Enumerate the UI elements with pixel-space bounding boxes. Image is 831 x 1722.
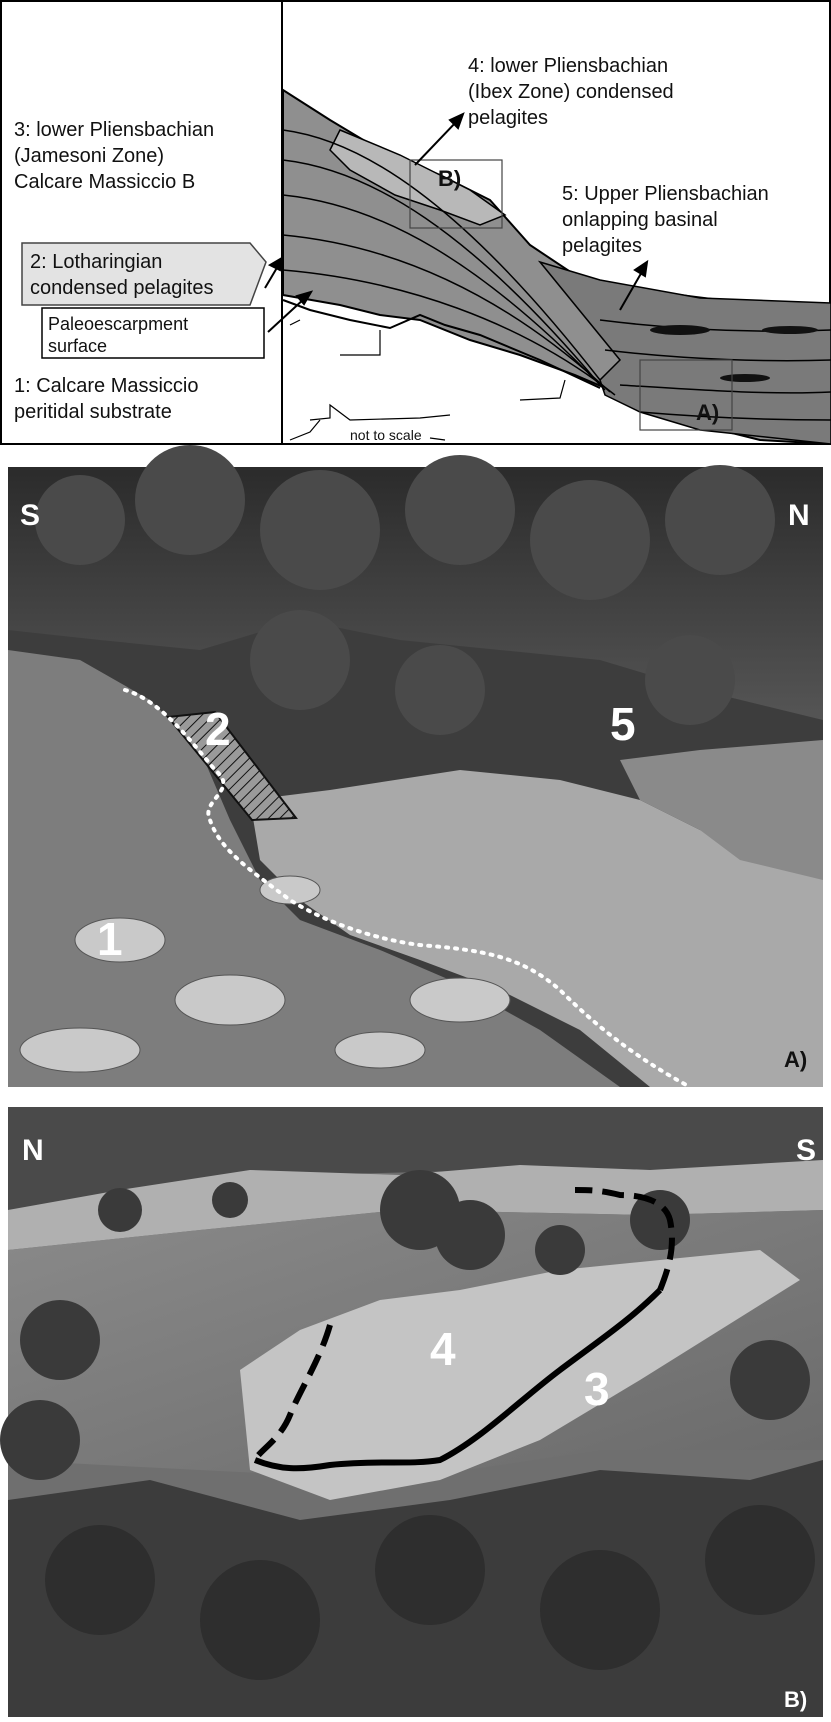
boulders — [19, 875, 511, 1073]
tree-crowns — [35, 445, 775, 735]
box-a-outline — [639, 359, 733, 431]
photo-b-num-3: 3 — [584, 1363, 610, 1415]
condensed-wedge — [329, 129, 507, 226]
unit2-line2: condensed pelagites — [30, 277, 213, 299]
substrate-sketch — [289, 319, 566, 441]
dotted-contact — [123, 688, 692, 1089]
photo-b-panel: N S 4 3 B) — [0, 1107, 823, 1717]
unit5-line1: 5: Upper Pliensbachian — [562, 183, 769, 205]
photo-a-num-1: 1 — [97, 913, 123, 965]
unit1-line1: 1: Calcare Massiccio — [14, 375, 199, 397]
paleo-line1: Paleoescarpment — [48, 314, 188, 334]
unit5-line3: pelagites — [562, 235, 642, 257]
rocky-slope — [8, 650, 620, 1087]
box-b-label: B) — [438, 166, 461, 191]
photo-a-dir-right: N — [788, 499, 810, 532]
unit3-line3: Calcare Massiccio B — [14, 171, 195, 193]
leader-arrows — [264, 112, 649, 333]
solid-contact — [253, 1287, 663, 1472]
bedding-lines — [282, 129, 831, 421]
unit3-line1: 3: lower Pliensbachian — [14, 119, 214, 141]
paleo-line2: surface — [48, 336, 107, 356]
box-a-label: A) — [696, 400, 719, 425]
bedrock-outcrop — [240, 1250, 800, 1500]
unit4-line2: (Ibex Zone) condensed — [468, 81, 674, 103]
photo-a-tag: A) — [784, 1047, 807, 1072]
photo-b-num-4: 4 — [430, 1323, 456, 1375]
pond-water — [250, 770, 823, 1087]
photo-a-panel: S N 2 5 1 A) — [8, 445, 823, 1089]
photo-b-dir-left: N — [22, 1134, 44, 1167]
photo-a-dir-left: S — [20, 499, 40, 532]
unit2-callout — [21, 242, 267, 306]
unit1-line2: peritidal substrate — [14, 401, 172, 423]
unit5-line2: onlapping basinal — [562, 209, 718, 231]
dashed-contact-right — [574, 1187, 675, 1292]
shrubs — [0, 1170, 810, 1480]
paleo-callout — [41, 307, 265, 359]
right-bank — [620, 740, 823, 880]
hatched-wedge — [166, 710, 298, 822]
unit4-line3: pelagites — [468, 107, 548, 129]
label-unit3: 3: lower Pliensbachian (Jamesoni Zone) C… — [14, 119, 214, 193]
unit3-line2: (Jamesoni Zone) — [14, 145, 164, 167]
paleoescarpment-line — [282, 299, 601, 389]
unit4-line1: 4: lower Pliensbachian — [468, 55, 668, 77]
photo-b-tag: B) — [784, 1687, 807, 1712]
photo-b-dir-right: S — [796, 1134, 816, 1167]
scale-note: not to scale — [350, 427, 422, 443]
dashed-contact-left — [252, 1324, 333, 1462]
photo-a-num-2: 2 — [205, 703, 231, 755]
unit2-line1: 2: Lotharingian — [30, 251, 162, 273]
scrub-clumps — [45, 1505, 815, 1680]
box-b-outline — [409, 159, 503, 229]
photo-a-num-5: 5 — [610, 698, 636, 750]
schematic-panel: B) A) 3: lower Pliensbachian (Jamesoni Z… — [0, 0, 831, 446]
